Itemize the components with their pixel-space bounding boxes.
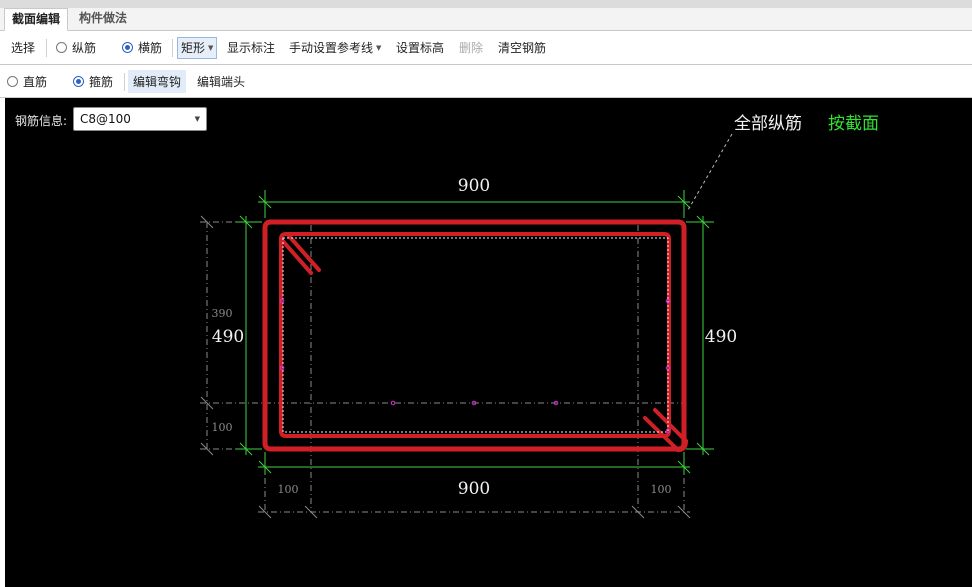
edit-hook-label: 编辑弯钩 xyxy=(128,69,187,93)
stirrup-hook-top-left[interactable] xyxy=(279,234,321,275)
rebar-info-value: C8@100 xyxy=(80,112,131,126)
toolbar-separator xyxy=(46,39,47,57)
canvas-left-border xyxy=(0,98,5,587)
reference-lines xyxy=(200,221,690,513)
toolbar-separator xyxy=(124,73,125,91)
edit-end-button[interactable]: 编辑端头 xyxy=(197,65,245,97)
shape-dropdown[interactable]: 矩形 ▼ xyxy=(177,31,218,64)
edit-end-label: 编辑端头 xyxy=(197,74,246,89)
select-label: 选择 xyxy=(11,41,36,55)
clear-rebar-button[interactable]: 清空钢筋 xyxy=(498,31,546,64)
annotation-by-section[interactable]: 按截面 xyxy=(828,114,879,134)
dim-top-text: 900 xyxy=(458,176,490,196)
show-dims-button[interactable]: 显示标注 xyxy=(227,31,275,64)
radio-transverse-icon xyxy=(122,42,133,53)
dim-right-text: 490 xyxy=(705,327,737,347)
set-elevation-button[interactable]: 设置标高 xyxy=(396,31,444,64)
dim-left-upper-text: 390 xyxy=(212,307,233,320)
section-drawing: 900 900 490 490 390 100 100 100 全部纵筋 按截面 xyxy=(200,114,879,519)
radio-straight-icon xyxy=(7,75,18,87)
set-elevation-label: 设置标高 xyxy=(396,41,445,55)
toolbar-secondary: 直筋 箍筋 编辑弯钩 编辑端头 xyxy=(0,65,972,98)
dim-bottom-left-text: 100 xyxy=(278,483,299,496)
annotation-all-longitudinal[interactable]: 全部纵筋 xyxy=(734,114,802,134)
stirrup-hook-bottom-right[interactable] xyxy=(643,408,688,452)
toolbar-main: 选择 纵筋 横筋 矩形 ▼ 显示标注 手动设置参考线 ▼ 设置标高 删除 清空钢… xyxy=(0,31,972,65)
section-outline xyxy=(282,237,669,433)
rebar-info-label: 钢筋信息: xyxy=(15,114,68,128)
delete-label: 删除 xyxy=(459,41,484,55)
dim-bottom-right-text: 100 xyxy=(651,483,672,496)
dimension-lines xyxy=(236,190,714,474)
radio-transverse-label: 横筋 xyxy=(138,41,163,55)
rebar-points xyxy=(279,298,671,434)
radio-stirrup-icon xyxy=(73,75,84,87)
chevron-down-icon: ▼ xyxy=(208,43,214,52)
dim-bottom-text: 900 xyxy=(458,479,490,499)
tab-component-method[interactable]: 构件做法 xyxy=(79,11,128,25)
stirrup-inner[interactable] xyxy=(279,232,671,438)
radio-longitudinal-icon xyxy=(56,42,67,53)
select-button[interactable]: 选择 xyxy=(11,31,35,64)
tab-section-edit[interactable]: 截面编辑 xyxy=(4,8,69,31)
radio-stirrup[interactable]: 箍筋 xyxy=(73,65,113,97)
radio-straight[interactable]: 直筋 xyxy=(7,65,47,97)
stirrup-outer[interactable] xyxy=(262,219,687,452)
rebar-info-select[interactable]: C8@100 ▼ xyxy=(73,107,207,131)
dim-left-text: 490 xyxy=(212,327,244,347)
delete-button[interactable]: 删除 xyxy=(459,31,483,64)
edit-hook-button[interactable]: 编辑弯钩 xyxy=(128,65,187,97)
radio-longitudinal[interactable]: 纵筋 xyxy=(56,31,96,64)
chevron-down-icon: ▼ xyxy=(194,115,200,123)
radio-transverse[interactable]: 横筋 xyxy=(122,31,162,64)
radio-straight-label: 直筋 xyxy=(23,74,48,89)
clear-rebar-label: 清空钢筋 xyxy=(498,41,547,55)
toolbar-separator xyxy=(172,39,173,57)
shape-dropdown-label: 矩形 xyxy=(181,40,206,55)
drawing-canvas[interactable]: 钢筋信息: C8@100 ▼ xyxy=(5,98,972,587)
radio-stirrup-label: 箍筋 xyxy=(89,74,114,89)
manual-ref-label: 手动设置参考线 xyxy=(289,41,374,55)
annotation-leader xyxy=(687,133,733,211)
tab-bar: 截面编辑 构件做法 xyxy=(0,8,972,31)
manual-ref-dropdown[interactable]: 手动设置参考线 ▼ xyxy=(289,31,381,64)
radio-longitudinal-label: 纵筋 xyxy=(72,41,97,55)
reference-ticks xyxy=(200,215,691,519)
dim-left-lower-text: 100 xyxy=(212,421,233,434)
show-dims-label: 显示标注 xyxy=(227,41,276,55)
chevron-down-icon: ▼ xyxy=(376,43,382,52)
